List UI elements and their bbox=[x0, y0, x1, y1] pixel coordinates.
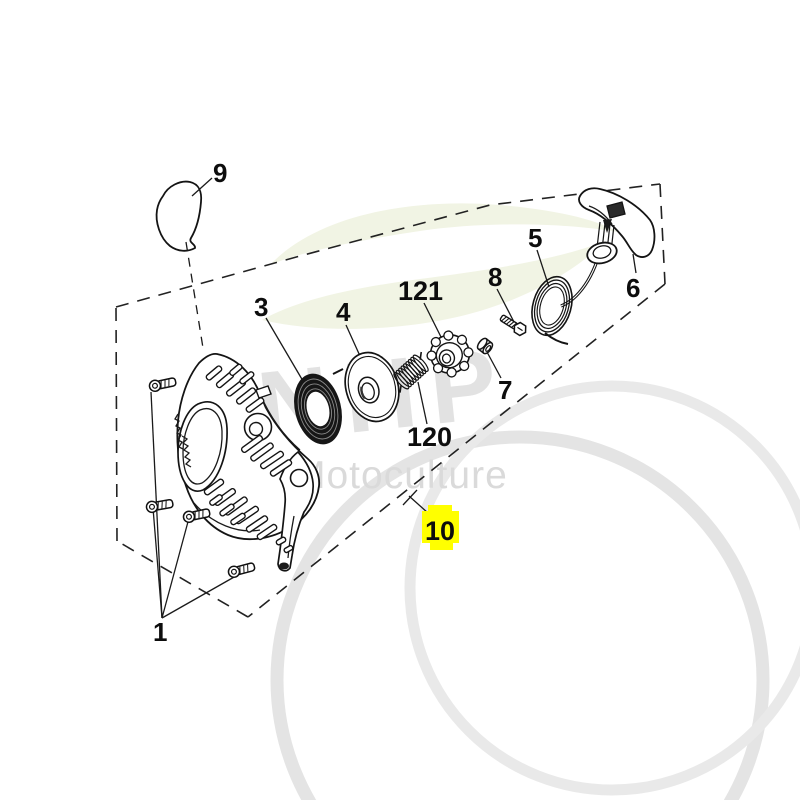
part-label-9: 9 bbox=[213, 158, 227, 188]
part-1-screws: 1 bbox=[144, 375, 257, 647]
part-120-starter-spring: 120 bbox=[393, 351, 452, 452]
part-4-rope-pulley: 4 bbox=[336, 297, 400, 423]
watermark-logo: NHP Motoculture bbox=[253, 203, 800, 800]
part-5-rope-coil: 5 bbox=[528, 223, 599, 345]
part-label-8: 8 bbox=[488, 262, 502, 292]
part-label-7: 7 bbox=[498, 375, 512, 405]
housing-vents bbox=[203, 363, 294, 554]
leaf-watermark-lower bbox=[262, 241, 606, 329]
part-8-screw: 8 bbox=[488, 262, 527, 337]
part-label-121: 121 bbox=[398, 276, 443, 306]
watermark-circle-outer bbox=[270, 430, 770, 800]
part-121-ratchet-wheel: 121 bbox=[398, 276, 474, 378]
boundary-dashed-border bbox=[115, 183, 666, 618]
part-3-rewind-spring: 3 bbox=[254, 292, 344, 445]
part-6-starter-handle: 6 bbox=[578, 187, 656, 303]
part-label-6: 6 bbox=[626, 273, 640, 303]
starter-housing bbox=[174, 352, 321, 572]
part-label-1: 1 bbox=[153, 617, 167, 647]
part-label-10: 10 bbox=[425, 516, 455, 546]
screw bbox=[147, 375, 178, 394]
screw bbox=[144, 497, 175, 514]
leaf-watermark-upper bbox=[270, 203, 618, 265]
part-label-120: 120 bbox=[407, 422, 452, 452]
part-7-bushing: 7 bbox=[476, 337, 512, 405]
part-label-5: 5 bbox=[528, 223, 542, 253]
highlight-box bbox=[422, 511, 459, 543]
part-label-3: 3 bbox=[254, 292, 268, 322]
part-10-highlight: 10 bbox=[402, 489, 459, 550]
part-label-4: 4 bbox=[336, 297, 351, 327]
watermark-circle-inner bbox=[404, 380, 800, 796]
watermark-subtitle-text: Motoculture bbox=[293, 454, 508, 497]
part-9-cover-plate: 9 bbox=[155, 158, 227, 349]
screw bbox=[226, 560, 257, 580]
